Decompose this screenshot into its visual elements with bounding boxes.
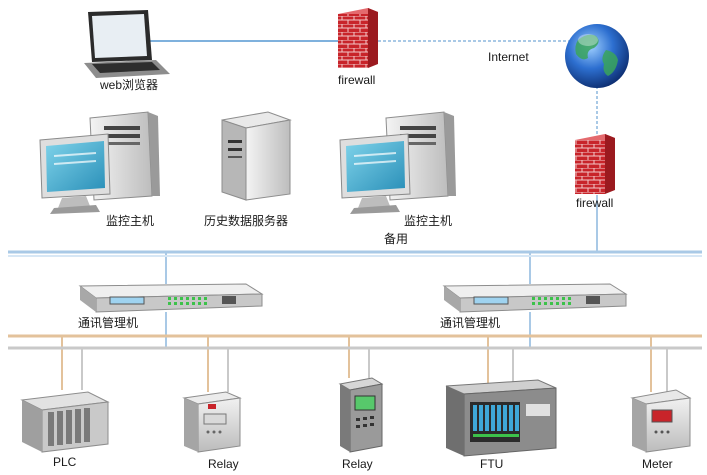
backup-label: 备用: [384, 232, 409, 246]
web-browser-label: web浏览器: [100, 78, 159, 92]
comm-manager-label-2: 通讯管理机: [440, 316, 501, 330]
firewall-label-top: firewall: [338, 73, 376, 87]
desktop-computer-icon: [339, 111, 456, 214]
server-tower-icon: [221, 111, 292, 201]
link-lines: [61, 40, 668, 392]
globe-icon: [565, 24, 629, 88]
brick-firewall-icon: [575, 134, 615, 194]
plc-rack-icon: [20, 391, 110, 453]
plc-label: PLC: [53, 455, 77, 469]
protection-relay-icon: [182, 391, 242, 453]
network-switch-icon: [78, 283, 264, 313]
comm-manager-label-1: 通讯管理机: [78, 316, 139, 330]
desktop-computer-icon: [39, 111, 160, 214]
ftu-label: FTU: [480, 457, 504, 471]
internet-label: Internet: [488, 50, 529, 64]
ftu-cabinet-icon: [445, 379, 557, 457]
brick-firewall-icon: [338, 8, 378, 68]
relay-label-1: Relay: [208, 457, 239, 471]
monitor-host-label-1: 监控主机: [106, 214, 155, 228]
network-bus: [8, 250, 702, 257]
meter-label: Meter: [642, 457, 673, 471]
laptop-icon: [84, 10, 170, 78]
monitor-host-label-2: 监控主机: [404, 214, 453, 228]
field-bus: [8, 334, 702, 350]
network-switch-icon: [442, 283, 628, 313]
power-meter-icon: [630, 389, 692, 453]
history-server-label: 历史数据服务器: [204, 214, 289, 228]
relay-label-2: Relay: [342, 457, 373, 471]
firewall-label-right: firewall: [576, 196, 614, 210]
protection-relay-icon: [338, 377, 384, 453]
